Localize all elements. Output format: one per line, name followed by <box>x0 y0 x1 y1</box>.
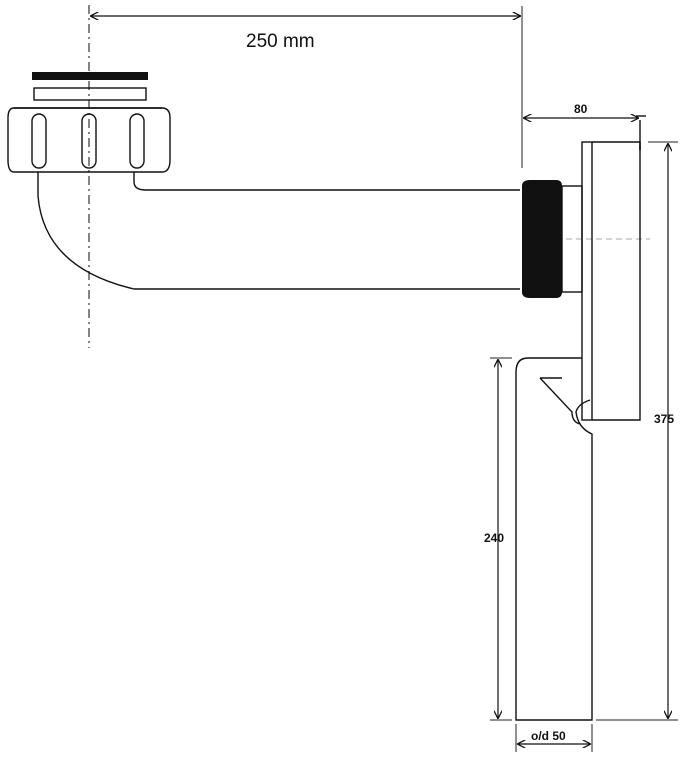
trap-housing <box>581 115 646 421</box>
label-depth: 80 <box>574 102 588 116</box>
label-horizontal-offset: 250 mm <box>246 31 315 52</box>
dimension-horizontal-offset <box>91 6 523 168</box>
trap-connector <box>561 185 650 293</box>
dimension-total-height <box>596 141 678 721</box>
dimension-trap-height <box>490 357 512 721</box>
coupling-nut <box>7 107 171 173</box>
horizontal-pipe <box>37 172 520 290</box>
label-outlet-diameter: o/d 50 <box>531 729 566 743</box>
label-trap-height: 240 <box>484 531 504 545</box>
label-total-height: 375 <box>654 412 674 426</box>
vertical-outlet-pipe <box>515 357 593 721</box>
rubber-seal <box>522 180 562 298</box>
waste-grate <box>32 72 148 101</box>
dimension-outlet-diameter <box>515 724 593 752</box>
